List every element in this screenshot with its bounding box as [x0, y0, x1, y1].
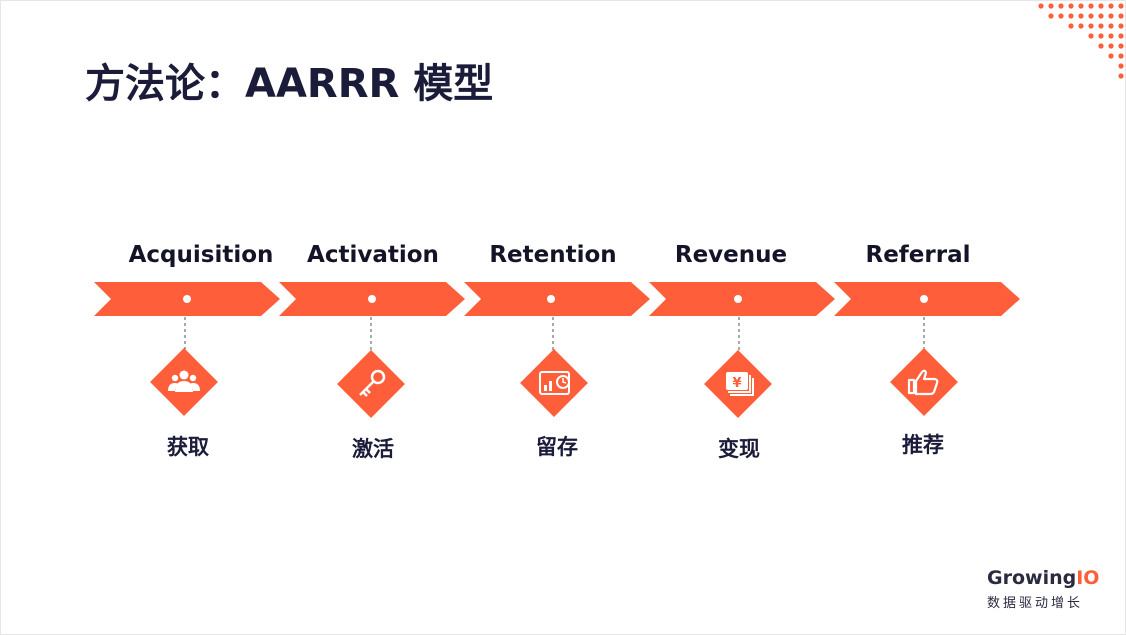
stage-label-en: Revenue	[675, 242, 787, 268]
svg-text:¥: ¥	[732, 376, 741, 391]
page-title: 方法论：AARRR 模型	[85, 61, 494, 107]
icon-diamond	[890, 348, 958, 416]
arrow-dot	[547, 295, 555, 303]
stage-label-en: Referral	[865, 242, 970, 268]
chart-clock-icon	[539, 371, 570, 395]
stage-revenue: Revenue ¥ 变现	[649, 242, 835, 461]
logo-tagline: 数据驱动增长	[987, 596, 1084, 611]
stage-acquisition: Acquisition 获取	[94, 242, 280, 459]
stage-label-cn: 留存	[536, 435, 578, 459]
logo-wordmark: GrowingIO	[987, 567, 1099, 589]
arrow-dot	[368, 295, 376, 303]
users-icon	[168, 370, 200, 392]
stage-retention: Retention 留存	[464, 242, 650, 459]
chevron-arrow	[464, 282, 650, 316]
stage-referral: Referral 推荐	[834, 242, 1020, 457]
stage-label-cn: 激活	[352, 437, 394, 461]
stage-activation: Activation 激活	[279, 242, 465, 461]
stage-label-cn: 推荐	[902, 433, 944, 457]
stage-label-cn: 变现	[718, 437, 760, 461]
logo-brand: Growing	[987, 567, 1077, 589]
stage-label-en: Activation	[307, 242, 439, 268]
logo-brand-accent: IO	[1076, 567, 1100, 589]
yen-cash-icon: ¥	[726, 372, 754, 396]
arrow-dot	[183, 295, 191, 303]
thumbs-up-icon	[907, 369, 939, 396]
arrow-dot	[920, 295, 928, 303]
stage-label-en: Retention	[489, 242, 616, 268]
growingio-logo: GrowingIO 数据驱动增长	[987, 567, 1099, 611]
stage-label-cn: 获取	[167, 435, 209, 459]
key-icon	[359, 369, 386, 397]
icon-diamond	[520, 349, 588, 417]
dot-pattern-decoration	[1038, 3, 1124, 79]
stage-label-en: Acquisition	[129, 242, 274, 268]
arrow-dot	[734, 295, 742, 303]
